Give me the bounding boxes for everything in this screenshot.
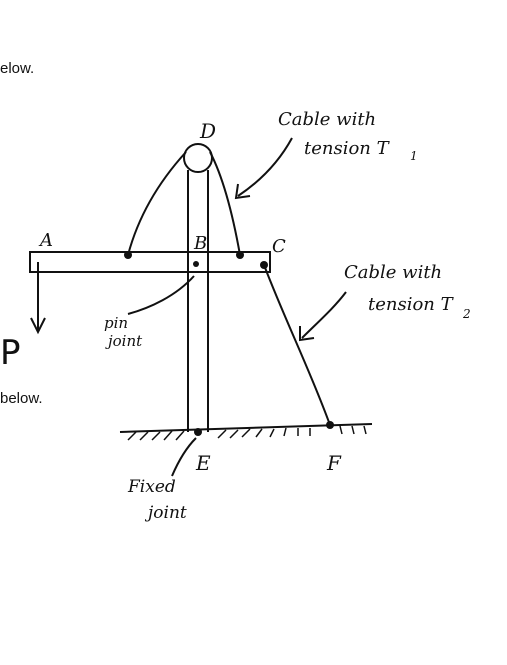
beam-ac [29, 251, 271, 273]
load-label: P [0, 333, 21, 373]
label-f: F [326, 451, 342, 475]
fixed-text-line2: joint [144, 503, 187, 523]
ground-hatching [127, 425, 367, 441]
cable2-text-line1: Cable with [344, 262, 442, 283]
label-a: A [38, 230, 53, 251]
joint-c-dot [260, 261, 268, 269]
pin-joint-dot [193, 261, 199, 267]
label-e: E [195, 451, 211, 475]
pulley-d [183, 143, 213, 173]
ground-line [119, 423, 373, 433]
pin-text-line1: pin [104, 314, 128, 332]
cable-t2 [263, 264, 331, 426]
cable1-subscript: 1 [410, 149, 418, 163]
pin-pointer [127, 275, 195, 315]
cable1-text-line1: Cable with [278, 109, 376, 130]
cable1-pointer-head [234, 183, 251, 200]
cable2-text-line2: tension T [368, 294, 455, 315]
cable-t1-attach-right [236, 251, 244, 259]
cable2-pointer [301, 291, 347, 339]
body-text-fragment-top: elow. [0, 60, 35, 77]
fixed-text-line1: Fixed [127, 477, 176, 497]
cable1-text-line2: tension T [304, 138, 391, 159]
label-d: D [199, 119, 216, 143]
cable2-pointer-head [299, 326, 315, 342]
fixed-pointer [171, 437, 197, 477]
pin-text-line2: joint [105, 332, 143, 350]
label-b: B [193, 233, 207, 254]
label-c: C [272, 236, 286, 257]
body-text-fragment-bottom: below. [0, 390, 43, 407]
cable-t1-right [209, 151, 241, 256]
cable-t1-attach-left [124, 251, 132, 259]
load-arrow-head [30, 317, 46, 335]
cable-t1-left [127, 151, 187, 256]
cable2-subscript: 2 [462, 307, 471, 321]
cable1-pointer [237, 137, 293, 197]
